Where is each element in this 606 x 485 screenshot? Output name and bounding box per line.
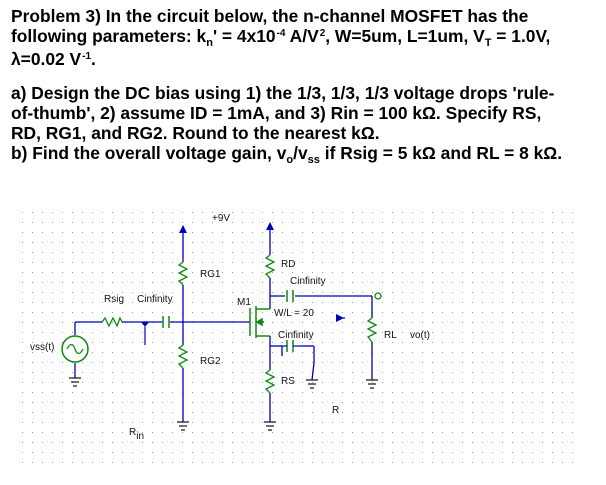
rin-arrow <box>141 322 149 327</box>
rl-resistor <box>366 317 378 343</box>
rg1-label: RG1 <box>200 269 221 280</box>
rg2-label: RG2 <box>200 356 221 367</box>
part-a-line-2: of-thumb', 2) assume ID = 1mA, and 3) Ri… <box>11 103 542 123</box>
problem-line-2: following parameters: kn' = 4x10-4 A/V2,… <box>11 26 551 49</box>
cout-capacitor <box>286 290 294 302</box>
grid-background <box>22 205 577 467</box>
supply-label: +9V <box>212 213 230 224</box>
rl-label: RL <box>384 330 397 341</box>
rin-label: Rin <box>129 427 144 442</box>
part-b-line: b) Find the overall voltage gain, vo/vss… <box>11 143 563 166</box>
rs-resistor <box>264 369 276 394</box>
rsig-label: Rsig <box>104 294 124 305</box>
cin-label: Cinfinity <box>137 294 173 305</box>
ground-symbols <box>69 377 378 431</box>
vss-label: vss(t) <box>30 342 54 353</box>
cout-label: Cinfinity <box>290 276 326 287</box>
part-a-line-1: a) Design the DC bias using 1) the 1/3, … <box>11 83 555 103</box>
m1-label: M1 <box>237 297 251 308</box>
cs-label: Cinfinity <box>278 330 314 341</box>
rg1-supply-arrow <box>179 225 187 233</box>
m1-mosfet <box>249 306 270 338</box>
cin-capacitor <box>162 316 170 328</box>
vo-label: vo(t) <box>410 330 430 341</box>
part-a-line-3: RD, RG1, and RG2. Round to the nearest k… <box>11 123 380 143</box>
supply-arrows <box>141 222 345 345</box>
wl-label: W/L = 20 <box>274 308 314 319</box>
rd-label: RD <box>281 259 295 270</box>
rd-resistor <box>264 254 276 279</box>
circuit-wires <box>74 230 373 422</box>
rd-supply-arrow <box>266 222 274 230</box>
problem-line-1: Problem 3) In the circuit below, the n-c… <box>11 6 529 26</box>
rout-label: R <box>332 405 339 416</box>
rg1-resistor <box>177 261 189 286</box>
problem-statement: Problem 3) In the circuit below, the n-c… <box>11 6 599 166</box>
problem-line-3: λ=0.02 V-1. <box>11 49 96 69</box>
output-node <box>374 292 382 300</box>
rsig-resistor <box>101 316 123 328</box>
rs-label: RS <box>281 376 295 387</box>
cs-capacitor <box>282 340 298 352</box>
rg2-resistor <box>177 344 189 369</box>
